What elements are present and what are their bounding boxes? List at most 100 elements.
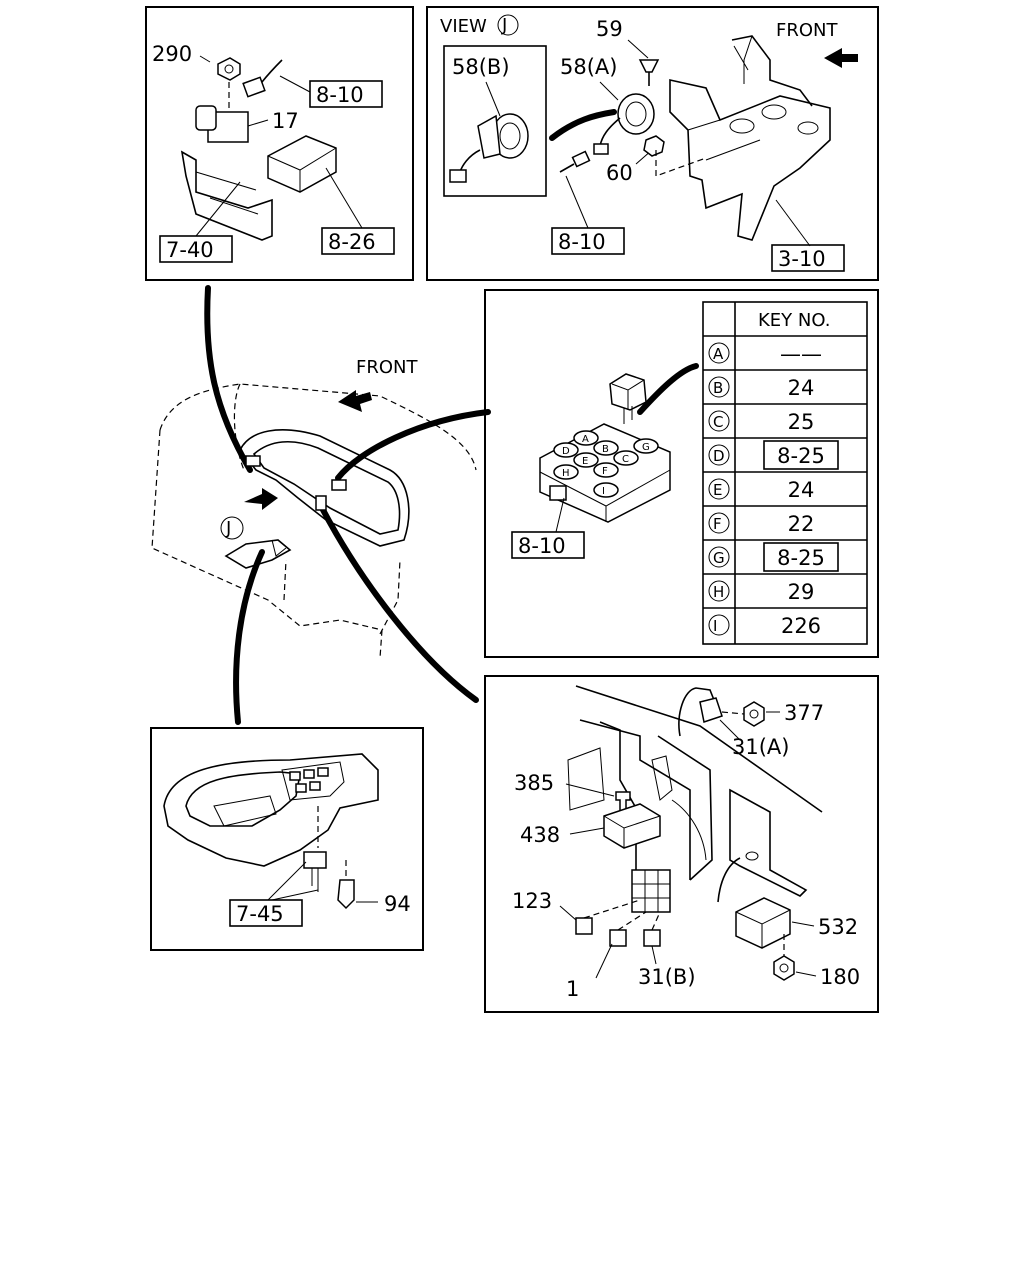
- socket-b: [593, 440, 619, 456]
- panel-top-left: 290 17 8-10 8-26 7-40: [145, 6, 414, 281]
- view-arrow-icon: [244, 488, 278, 510]
- panel-top-right: VIEW J FRONT 58(B) 58(A) 59 60: [426, 6, 879, 281]
- key-row-letter-circle: [708, 614, 730, 636]
- socket-e: [573, 452, 599, 468]
- callout-385: 385: [514, 771, 554, 795]
- key-row-value: 8-25: [777, 444, 825, 468]
- key-row-value: 29: [788, 580, 815, 604]
- key-row-letter-circle: [708, 512, 730, 534]
- leader-relay-cap: [637, 363, 699, 415]
- center-view-marker: J: [225, 518, 231, 539]
- leader-top-left: [204, 285, 253, 473]
- ref-8-10-relay: 8-10: [518, 534, 566, 558]
- relay-532-icon: [643, 929, 661, 947]
- nut-290-icon: [217, 57, 241, 81]
- socket-f: [593, 462, 619, 478]
- callout-31b: 1: [566, 977, 579, 1001]
- socket-letter: B: [602, 444, 609, 455]
- ref-8-10-view-j: 8-10: [558, 230, 606, 254]
- leader-view-j: [549, 109, 617, 141]
- key-row-value: 25: [788, 410, 815, 434]
- callout-58b: 58(B): [452, 55, 510, 79]
- horn-58a-icon: [617, 93, 655, 135]
- socket-letter: G: [642, 442, 650, 453]
- nut-180-icon: [773, 955, 795, 981]
- center-front-arrow-icon: [338, 390, 372, 412]
- ref-3-10: 3-10: [778, 247, 826, 271]
- ref-7-40: 7-40: [166, 238, 214, 262]
- socket-letter: C: [622, 454, 629, 465]
- connector-icon: [242, 76, 266, 98]
- front-arrow-icon: [824, 48, 858, 68]
- center-front-label: FRONT: [356, 357, 418, 378]
- key-row-letter-circle: [708, 580, 730, 602]
- dashboard-overview: FRONT J: [151, 357, 477, 659]
- screw-94-icon: [337, 879, 355, 910]
- callout-290: 290: [152, 42, 192, 66]
- relay-123-icon: [575, 917, 593, 935]
- socket-g: [633, 438, 659, 454]
- key-row-letter: B: [713, 379, 723, 397]
- nut-377-icon: [743, 701, 765, 727]
- socket-i: [593, 482, 619, 498]
- ref-8-26: 8-26: [328, 230, 376, 254]
- key-row-value: ——: [780, 342, 822, 366]
- panel-bottom-left: 94 7-45: [150, 727, 424, 951]
- frame-bracket-icon: [669, 79, 831, 241]
- key-row-letter: F: [713, 515, 722, 533]
- key-row-value: 24: [788, 376, 815, 400]
- leader-relay: [335, 409, 491, 481]
- callout-377: 377: [784, 701, 824, 725]
- callout-438: 438: [520, 823, 560, 847]
- key-row-value: 8-25: [777, 546, 825, 570]
- key-table: KEY NO.: [702, 301, 868, 645]
- bracket-frame-icon: [575, 685, 823, 813]
- relay-grid-icon: [631, 869, 671, 913]
- key-row-ref-box: [763, 542, 839, 572]
- panel-bottom-right: 377 31(A) 385 438 123 1 31(B) 532: [484, 675, 879, 1013]
- leader-bottom-left: [233, 549, 265, 725]
- key-row-letter-circle: [708, 342, 730, 364]
- callout-17: 17: [272, 109, 299, 133]
- key-row-ref-box: [763, 440, 839, 470]
- callout-31a: 31(A): [732, 735, 789, 759]
- callout-58a: 58(A): [560, 55, 617, 79]
- bracket-icon: [180, 150, 273, 241]
- key-row-letter: E: [713, 481, 722, 499]
- socket-h: [553, 464, 579, 480]
- control-unit-icon: [267, 135, 337, 193]
- callout-94: 94: [384, 892, 411, 916]
- key-row-letter: A: [713, 345, 724, 363]
- key-table-header: KEY NO.: [758, 310, 831, 331]
- socket-c: [613, 450, 639, 466]
- key-row-value: 226: [781, 614, 821, 638]
- key-row-letter-circle: [708, 376, 730, 398]
- key-row-letter: I: [713, 617, 717, 635]
- key-row-letter: C: [713, 413, 723, 431]
- key-row-value: 22: [788, 512, 815, 536]
- key-row-letter-circle: [708, 478, 730, 500]
- view-letter: J: [501, 15, 507, 36]
- socket-letter: E: [582, 456, 588, 467]
- relay-31b-icon: [609, 929, 627, 947]
- switch-icon: [303, 851, 327, 869]
- ref-8-10: 8-10: [316, 83, 364, 107]
- key-row-letter: H: [713, 583, 724, 601]
- callout-180: 180: [820, 965, 860, 989]
- instrument-cluster-icon: [239, 429, 410, 547]
- leader-bottom-right: [319, 505, 479, 703]
- callout-59: 59: [596, 17, 623, 41]
- key-row-letter: G: [713, 549, 725, 567]
- console-icon: [163, 753, 379, 867]
- socket-letter: F: [602, 466, 608, 477]
- callout-1: 532: [818, 915, 858, 939]
- socket-d: [553, 442, 579, 458]
- key-row-letter-circle: [708, 410, 730, 432]
- key-row-letter-circle: [708, 546, 730, 568]
- callout-532: 31(B): [638, 965, 696, 989]
- module-438-icon: [603, 803, 661, 849]
